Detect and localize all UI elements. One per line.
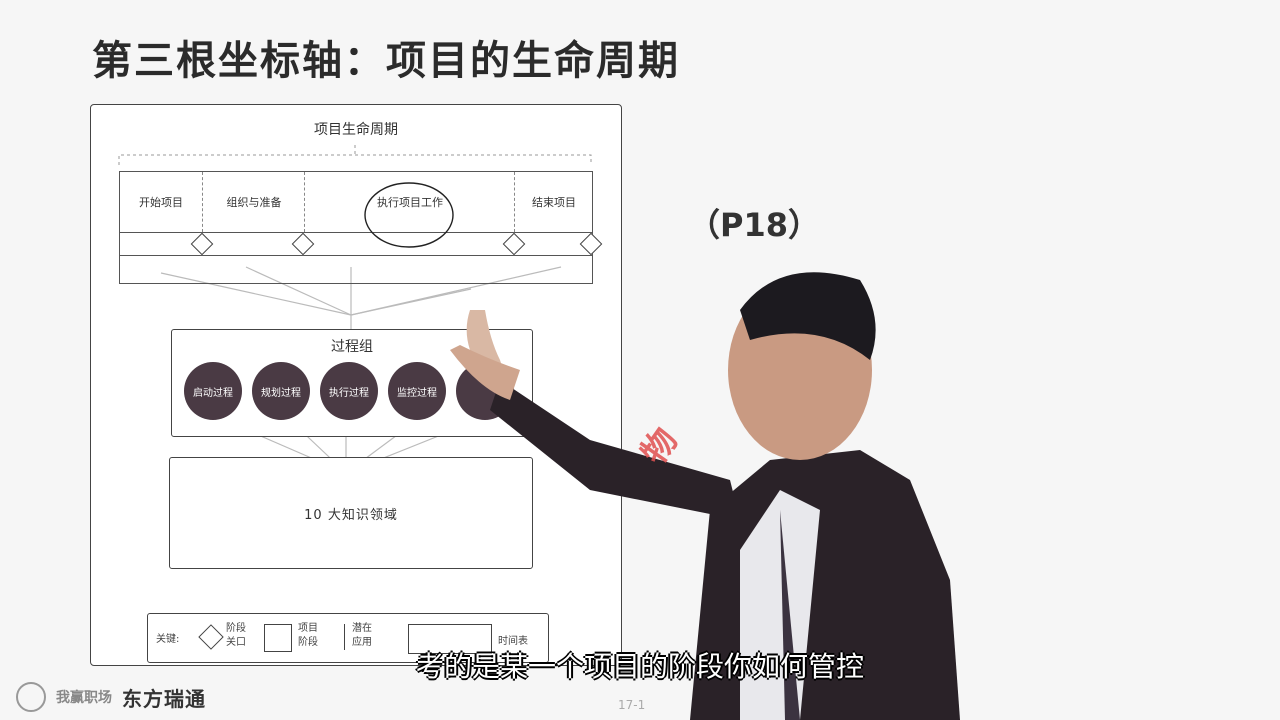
process-monitoring: 监控过程 [388, 362, 446, 420]
phase-bar-row [119, 231, 593, 284]
legend-timeline-label: 时间表 [498, 636, 528, 647]
page-reference: （P18） [688, 206, 820, 244]
diagram-title: 项目生命周期 [314, 122, 398, 138]
legend-arrow-icon [344, 624, 345, 650]
presenter-figure [450, 272, 960, 720]
slide-number: 17-1 [618, 698, 646, 712]
legend-gate-label: 阶段关口 [226, 623, 246, 648]
phase-execute: 执行项目工作 [304, 172, 515, 232]
legend-square-icon [264, 624, 292, 652]
process-executing: 执行过程 [320, 362, 378, 420]
process-group-title: 过程组 [331, 339, 373, 355]
branding: 我赢职场 东方瑞通 [16, 680, 206, 714]
legend: 关键: 阶段关口 项目阶段 潜在应用 时间表 [147, 613, 549, 663]
legend-timeline-rect [408, 624, 492, 654]
lifecycle-diagram: 项目生命周期 开始项目 组织与准备 执行项目工作 结束项目 [90, 104, 622, 666]
slide-title: 第三根坐标轴：项目的生命周期 [92, 38, 680, 84]
legend-phase-label: 项目阶段 [298, 623, 318, 648]
video-subtitle: 考的是某一个项目的阶段你如何管控 [415, 650, 864, 683]
logo-text-primary: 我赢职场 [56, 690, 112, 706]
phase-organize: 组织与准备 [202, 172, 305, 232]
process-initiating: 启动过程 [184, 362, 242, 420]
phase-start: 开始项目 [139, 196, 183, 209]
company-logo-icon [16, 682, 46, 712]
legend-usage-label: 潜在应用 [352, 623, 372, 648]
phase-close: 结束项目 [514, 172, 593, 232]
hand-drawn-circle [364, 182, 454, 248]
phase-row: 开始项目 组织与准备 执行项目工作 结束项目 [119, 171, 593, 233]
knowledge-areas-box: 10 大知识领域 [169, 457, 533, 569]
legend-key-label: 关键: [156, 634, 180, 645]
logo-text-secondary: 东方瑞通 [122, 686, 206, 711]
process-planning: 规划过程 [252, 362, 310, 420]
